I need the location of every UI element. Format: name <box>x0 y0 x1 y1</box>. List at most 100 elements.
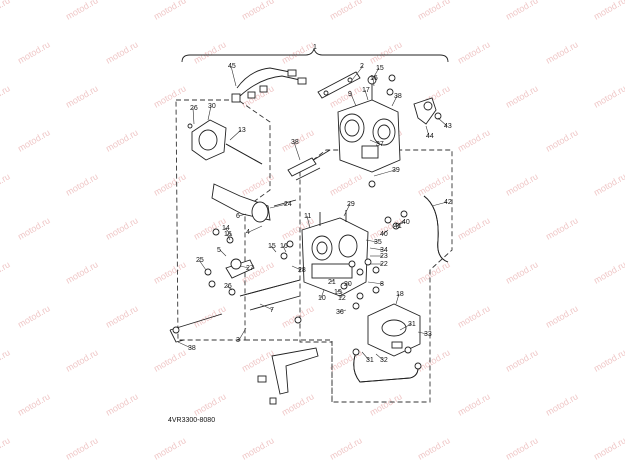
leader-line-c21 <box>330 279 335 283</box>
watermark-text: motod.ru <box>192 391 228 417</box>
small-parts <box>204 180 412 354</box>
assembly-bracket <box>181 47 449 63</box>
leader-line-c35 <box>365 239 378 243</box>
watermark-text: motod.ru <box>0 347 12 373</box>
watermark-text: motod.ru <box>16 303 52 329</box>
callout-label-c42: 42 <box>444 199 452 206</box>
callout-label-c17: 17 <box>362 87 370 94</box>
callout-label-c10: 10 <box>318 295 326 302</box>
center-group-outline <box>299 149 453 403</box>
callout-label-c20: 20 <box>344 281 352 288</box>
watermark-text: motod.ru <box>592 435 625 461</box>
leader-line-c26a <box>192 107 195 125</box>
leader-line-c24 <box>269 203 288 209</box>
leader-line-c38a <box>293 141 301 161</box>
watermark-text: motod.ru <box>0 259 12 285</box>
leader-line-c12 <box>340 291 343 299</box>
leader-line-c29 <box>343 203 351 217</box>
callout-label-c19: 19 <box>334 289 342 296</box>
watermark-text: motod.ru <box>152 259 188 285</box>
callout-label-c23: 23 <box>380 253 388 260</box>
callout-label-c38c: 38 <box>188 345 196 352</box>
callout-label-c7: 7 <box>270 307 274 314</box>
leader-line-c16a <box>372 77 375 87</box>
callout-label-c26b: 26 <box>224 283 232 290</box>
watermark-text: motod.ru <box>192 303 228 329</box>
callout-label-c25: 25 <box>196 257 204 264</box>
callout-label-c16b: 16 <box>224 231 232 238</box>
leader-line-c2 <box>351 65 364 81</box>
watermark-text: motod.ru <box>104 39 140 65</box>
watermark-text: motod.ru <box>416 171 452 197</box>
callout-label-c16c: 16 <box>280 243 288 250</box>
watermark-text: motod.ru <box>592 171 625 197</box>
lower-group-outline <box>245 339 333 402</box>
leader-line-c32 <box>375 353 384 361</box>
leader-line-c37 <box>369 139 380 145</box>
watermark-text: motod.ru <box>328 171 364 197</box>
leader-line-c5 <box>219 249 227 257</box>
callout-layer: 1234567891011121314151516161617181920212… <box>177 44 452 364</box>
watermark-text: motod.ru <box>504 83 540 109</box>
watermark-text: motod.ru <box>192 39 228 65</box>
leader-line-c3 <box>238 327 247 341</box>
leader-line-c27 <box>239 265 250 269</box>
callout-label-c12: 12 <box>338 295 346 302</box>
watermark-text: motod.ru <box>456 303 492 329</box>
watermark-text: motod.ru <box>0 0 12 22</box>
callout-label-c43: 43 <box>444 123 452 130</box>
watermark-text: motod.ru <box>592 83 625 109</box>
diaphragm-cover <box>187 119 263 165</box>
callout-label-c15b: 15 <box>268 243 276 250</box>
leader-line-c25 <box>198 259 207 271</box>
callout-label-c1: 1 <box>313 44 317 51</box>
watermark-text: motod.ru <box>104 127 140 153</box>
callout-label-c44: 44 <box>426 133 434 140</box>
watermark-text: motod.ru <box>416 0 452 22</box>
watermark-text: motod.ru <box>456 391 492 417</box>
leader-line-c45 <box>230 65 237 87</box>
watermark-text: motod.ru <box>16 391 52 417</box>
callout-label-c41: 41 <box>394 223 402 230</box>
callout-label-c34: 34 <box>380 247 388 254</box>
fuel-hose-lower <box>352 348 422 383</box>
callout-label-c32: 32 <box>380 357 388 364</box>
leader-line-c38b <box>391 95 398 107</box>
callout-label-c22: 22 <box>380 261 388 268</box>
watermark-text: motod.ru <box>16 215 52 241</box>
leader-line-c6 <box>238 213 247 217</box>
callout-label-c15a: 15 <box>376 65 384 72</box>
watermark-text: motod.ru <box>504 347 540 373</box>
watermark-text: motod.ru <box>544 391 580 417</box>
leader-line-c36 <box>338 309 347 313</box>
watermark-text: motod.ru <box>592 347 625 373</box>
carburetor-body-top <box>299 74 401 173</box>
callout-label-c33: 33 <box>424 331 432 338</box>
callout-label-c6: 6 <box>236 213 240 220</box>
callout-label-c16a: 16 <box>370 75 378 82</box>
throttle-linkage <box>225 258 301 311</box>
leader-line-c38c <box>177 341 192 349</box>
watermark-text: motod.ru <box>504 171 540 197</box>
leader-line-c16b <box>226 233 231 241</box>
watermark-text: motod.ru <box>64 0 100 22</box>
watermark-text: motod.ru <box>64 259 100 285</box>
callout-label-c28: 28 <box>298 267 306 274</box>
leader-line-c9 <box>350 93 357 107</box>
callout-label-c29: 29 <box>347 201 355 208</box>
watermark-text: motod.ru <box>280 39 316 65</box>
watermark-text: motod.ru <box>504 435 540 461</box>
callout-label-c38b: 38 <box>394 93 402 100</box>
callout-label-c40b: 40 <box>380 231 388 238</box>
leader-line-c14 <box>224 227 233 237</box>
drain-hose-inner <box>423 195 449 263</box>
watermark-text: motod.ru <box>416 435 452 461</box>
wire-harness <box>231 67 307 103</box>
watermark-text: motod.ru <box>64 83 100 109</box>
watermark-text: motod.ru <box>152 0 188 22</box>
callout-label-c4: 4 <box>246 229 250 236</box>
watermark-text: motod.ru <box>64 171 100 197</box>
watermark-text: motod.ru <box>152 347 188 373</box>
callout-label-c45: 45 <box>228 63 236 70</box>
watermark-text: motod.ru <box>0 435 12 461</box>
